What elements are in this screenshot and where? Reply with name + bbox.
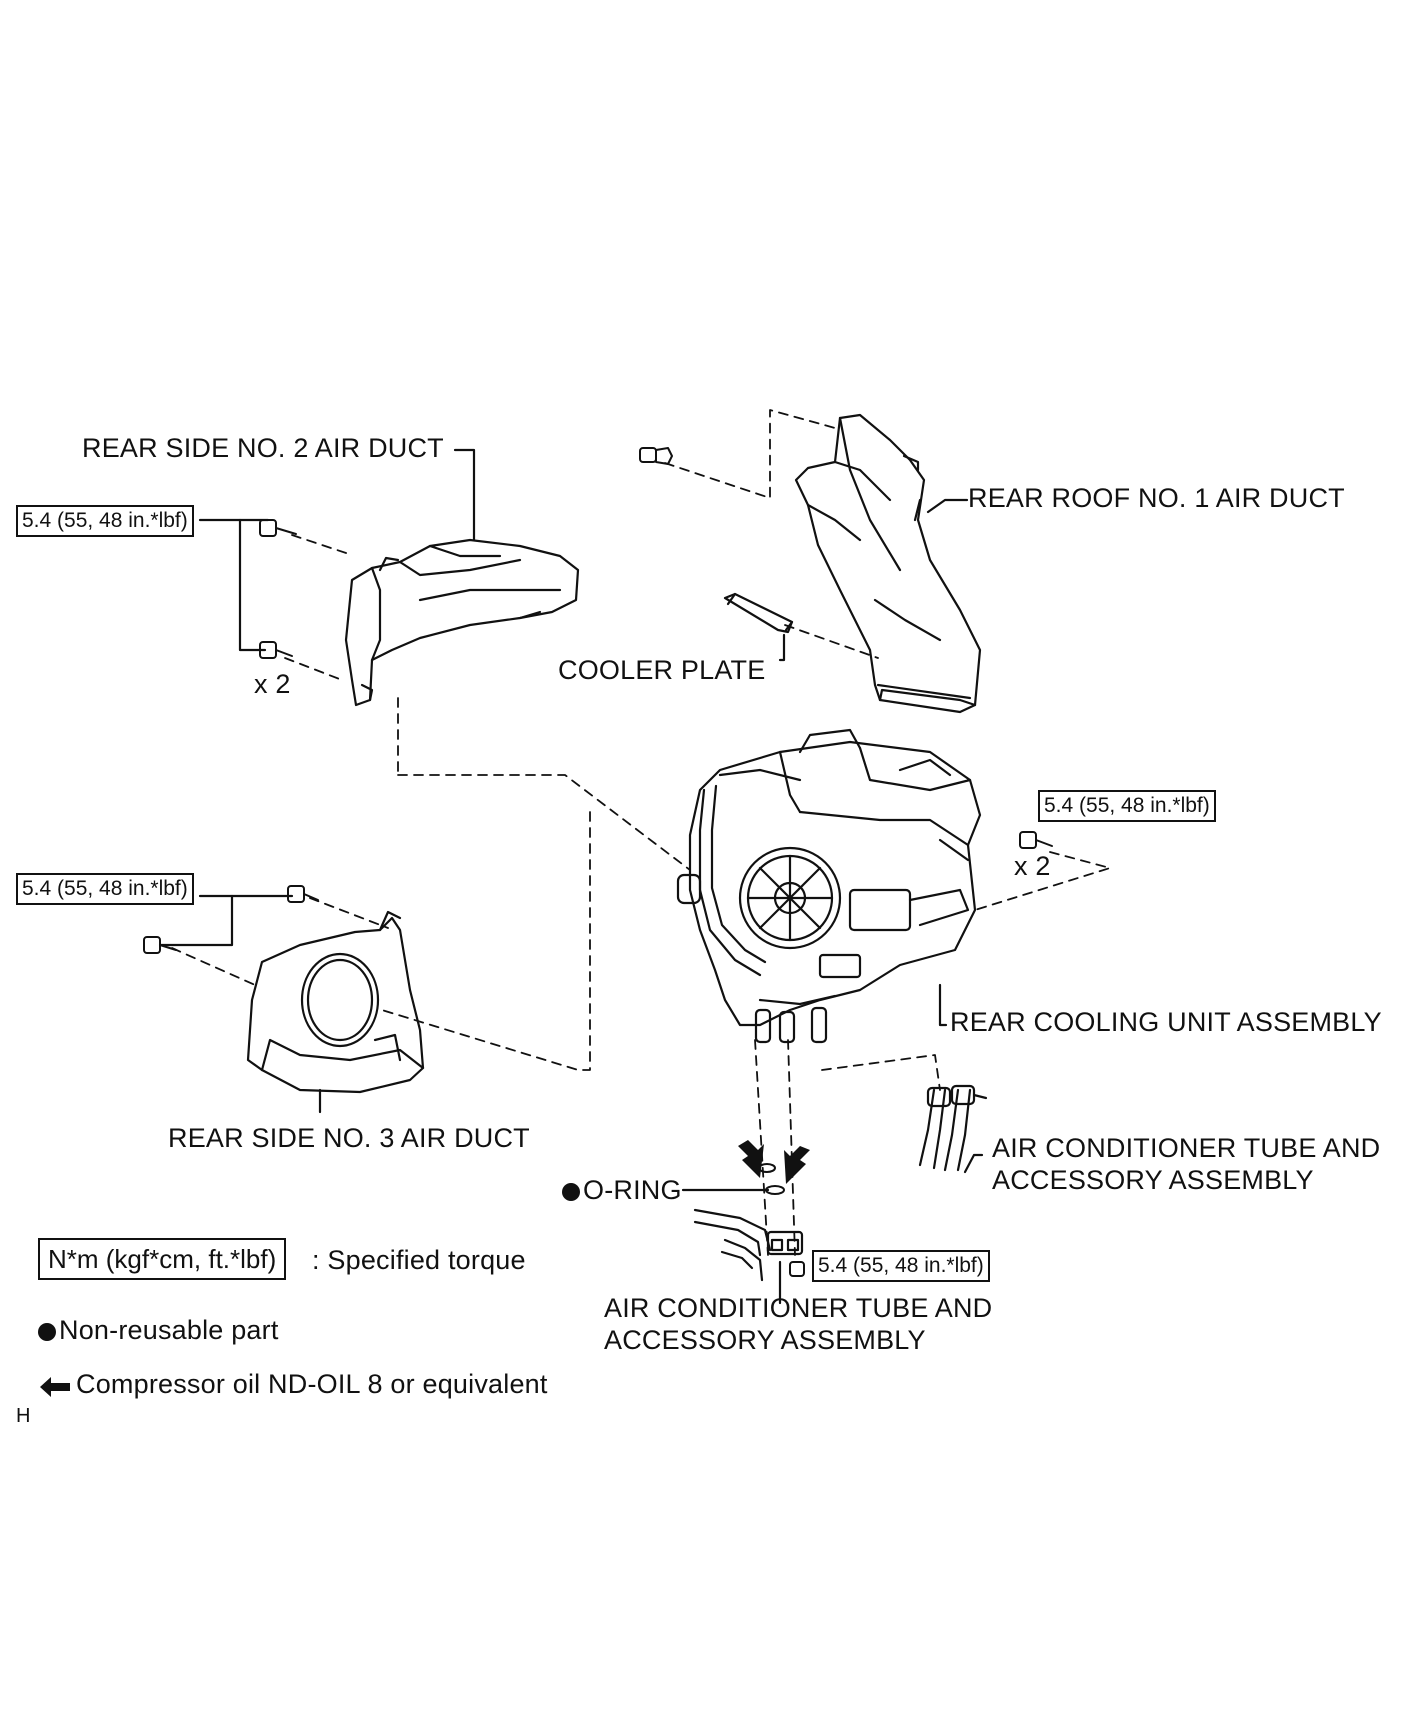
label-rear-side-no2-air-duct: REAR SIDE NO. 2 AIR DUCT: [82, 433, 444, 463]
rear-side-no3-duct-drawing: [246, 910, 425, 1094]
legend-torque-description: : Specified torque: [312, 1245, 526, 1275]
corner-mark: H: [16, 1405, 31, 1427]
non-reusable-dot-icon: [562, 1183, 580, 1201]
dashed-lines: [171, 409, 1111, 1256]
oil-arrows: [738, 1140, 810, 1184]
torque-box-duct3: 5.4 (55, 48 in.*lbf): [16, 873, 194, 905]
oil-arrow-icon: [40, 1377, 70, 1397]
legend-compressor-oil: Compressor oil ND-OIL 8 or equivalent: [40, 1368, 548, 1400]
label-rear-cooling-unit-assembly: REAR COOLING UNIT ASSEMBLY: [950, 1007, 1382, 1037]
label-ac-tube-right-line1: AIR CONDITIONER TUBE AND: [992, 1133, 1381, 1163]
label-ac-tube-right-line2: ACCESSORY ASSEMBLY: [992, 1165, 1314, 1195]
label-o-ring: O-RING: [562, 1174, 682, 1206]
legend-torque-unit-box: N*m (kgf*cm, ft.*lbf): [38, 1238, 287, 1280]
rear-side-no2-duct-drawing: [344, 538, 580, 707]
label-ac-tube-bottom-line1: AIR CONDITIONER TUBE AND: [604, 1293, 993, 1323]
legend-non-reusable-text: Non-reusable part: [59, 1315, 279, 1345]
legend-non-reusable: Non-reusable part: [38, 1314, 279, 1346]
torque-box-duct2: 5.4 (55, 48 in.*lbf): [16, 505, 194, 537]
qty-cooling-unit-bolts: x 2: [1014, 851, 1051, 881]
cooler-plate-drawing: [723, 592, 794, 634]
leader-lines: [158, 448, 984, 1305]
o-ring-text: O-RING: [583, 1175, 682, 1205]
bolts: [143, 447, 1053, 1277]
label-ac-tube-bottom-line2: ACCESSORY ASSEMBLY: [604, 1325, 926, 1355]
label-rear-roof-no1-air-duct: REAR ROOF NO. 1 AIR DUCT: [968, 483, 1345, 513]
torque-box-tube: 5.4 (55, 48 in.*lbf): [812, 1250, 990, 1282]
label-rear-side-no3-air-duct: REAR SIDE NO. 3 AIR DUCT: [168, 1123, 530, 1153]
torque-box-cooling-unit: 5.4 (55, 48 in.*lbf): [1038, 790, 1216, 822]
label-cooler-plate: COOLER PLATE: [558, 655, 766, 685]
ac-tube-right-drawing: [918, 1084, 988, 1172]
rear-cooling-unit-drawing: [676, 728, 982, 1044]
legend-compressor-oil-text: Compressor oil ND-OIL 8 or equivalent: [76, 1369, 548, 1399]
qty-duct2-bolts: x 2: [254, 669, 291, 699]
non-reusable-dot-icon: [38, 1323, 56, 1341]
rear-roof-no1-duct-drawing: [794, 413, 982, 714]
ac-tube-bottom-drawing: [693, 1208, 804, 1282]
